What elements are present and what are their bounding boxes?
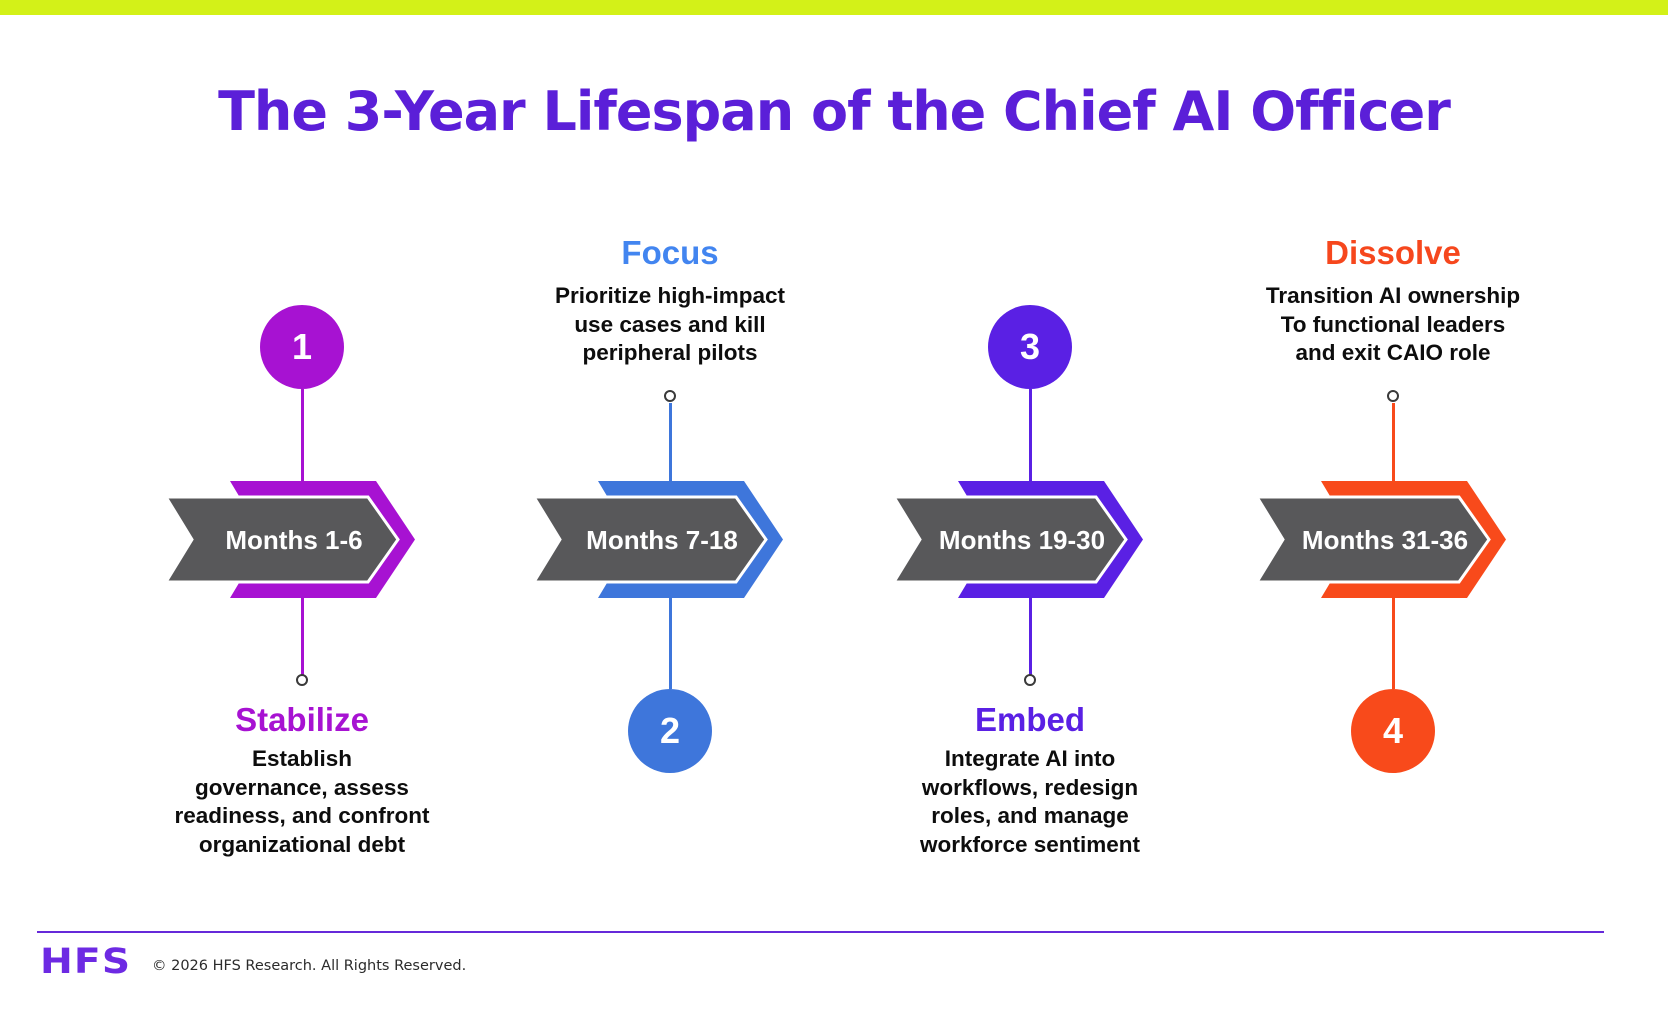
timeline-arrow <box>893 481 1143 598</box>
phase-description: Transition AI ownership To functional le… <box>1265 283 1521 365</box>
phase-number: 4 <box>1382 710 1404 751</box>
connector-line <box>668 403 672 481</box>
months-label: Months 7-18 <box>586 524 738 555</box>
connector-dot <box>1387 390 1399 402</box>
phase-number: 1 <box>291 326 313 367</box>
connector-line <box>1028 389 1032 481</box>
footer-divider <box>37 931 1604 933</box>
months-label: Months 31-36 <box>1301 524 1469 555</box>
connector-line <box>300 598 304 676</box>
phase-column-dissolve: Dissolve Transition AI ownership To func… <box>1223 200 1563 890</box>
connector-line <box>1391 403 1395 481</box>
connector-line <box>1028 598 1032 676</box>
phase-number-badge: 2 <box>628 689 712 773</box>
connector-line <box>300 389 304 481</box>
timeline-arrow <box>1256 481 1506 598</box>
timeline-arrow <box>165 481 415 598</box>
phase-description: Prioritize high-impact use cases and kil… <box>554 283 786 365</box>
copyright-text: © 2026 HFS Research. All Rights Reserved… <box>152 958 467 974</box>
phase-description: Establish governance, assess readiness, … <box>174 746 430 857</box>
phase-number-badge: 4 <box>1351 689 1435 773</box>
phase-number-badge: 1 <box>260 305 344 389</box>
timeline-arrow <box>533 481 783 598</box>
connector-dot <box>1024 674 1036 686</box>
phase-heading: Embed <box>974 701 1086 738</box>
phase-column-embed: 3 Months 19-30 Embed Integrate AI into w… <box>860 200 1200 890</box>
phase-number: 3 <box>1019 326 1041 367</box>
months-label: Months 1-6 <box>225 524 363 555</box>
connector-dot <box>296 674 308 686</box>
hfs-logo: HFS <box>40 942 132 982</box>
phase-heading: Focus <box>621 234 719 271</box>
phase-number-badge: 3 <box>988 305 1072 389</box>
phase-column-stabilize: 1 Months 1-6 Stabilize Establish governa… <box>132 200 472 890</box>
connector-line <box>1391 598 1395 689</box>
phase-heading: Stabilize <box>235 701 369 738</box>
connector-dot <box>664 390 676 402</box>
connector-line <box>668 598 672 689</box>
months-label: Months 19-30 <box>938 524 1106 555</box>
phase-description: Integrate AI into workflows, redesign ro… <box>919 746 1141 857</box>
phase-number: 2 <box>659 710 681 751</box>
top-accent-bar <box>0 0 1668 15</box>
phase-heading: Dissolve <box>1325 234 1461 271</box>
phase-column-focus: Focus Prioritize high-impact use cases a… <box>500 200 840 890</box>
page-title: The 3-Year Lifespan of the Chief AI Offi… <box>218 80 1451 144</box>
